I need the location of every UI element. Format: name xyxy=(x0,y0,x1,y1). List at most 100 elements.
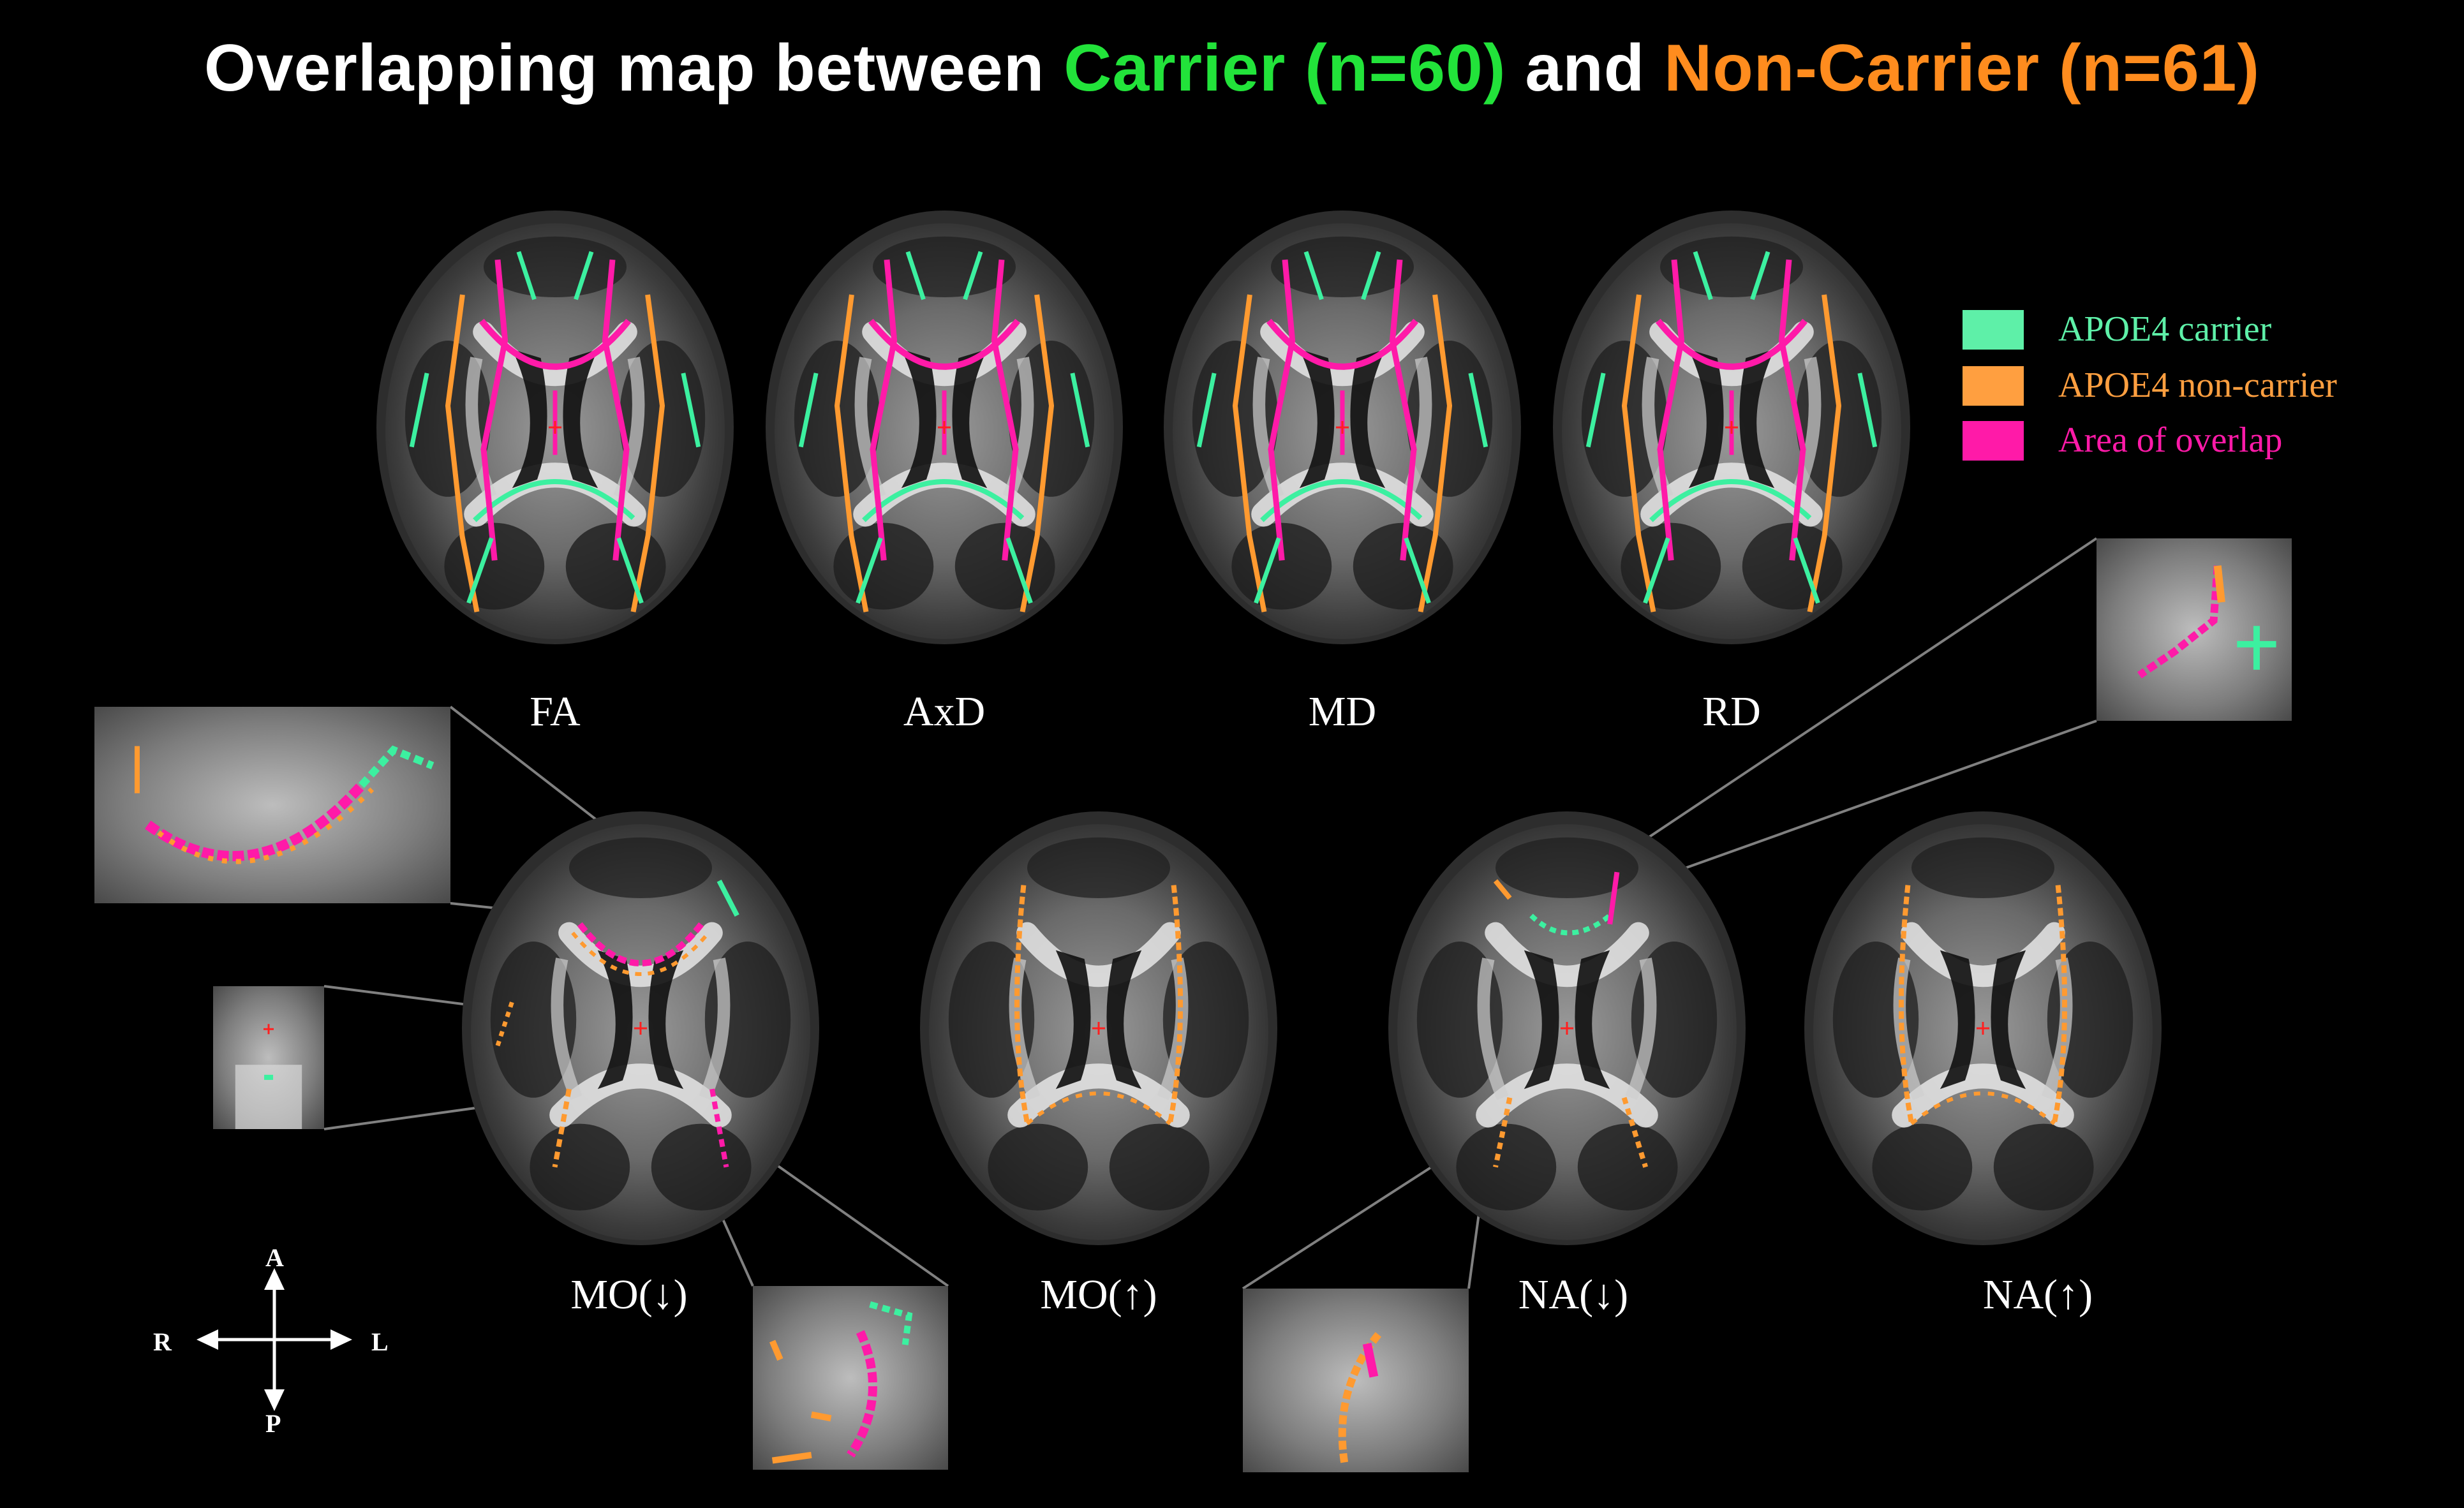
label-fa: FA xyxy=(530,688,581,735)
inset-na-vertical-bg xyxy=(1243,1289,1469,1472)
label-md: MD xyxy=(1308,688,1377,735)
inset-center-crosshair xyxy=(263,1024,274,1035)
brain-rd-tract xyxy=(1693,251,1713,300)
brain-fa xyxy=(376,211,734,644)
brain-fa-tract xyxy=(466,537,494,604)
inset-na-upper xyxy=(2097,538,2292,721)
label-mo-up: MO(↑) xyxy=(1040,1271,1157,1318)
title-noncarrier: Non-Carrier (n=61) xyxy=(1664,31,2260,105)
brain-axd-tract xyxy=(862,479,1027,522)
brain-md-tract xyxy=(1268,259,1296,561)
brain-md-tract xyxy=(1389,259,1417,561)
compass-label-posterior: P xyxy=(265,1409,281,1438)
brain-fa-crosshair xyxy=(549,421,561,434)
brain-na-down-tract xyxy=(1621,1097,1649,1168)
inset-na-upper-tract xyxy=(2137,565,2222,679)
brain-na-down-tract xyxy=(1493,879,1512,900)
brain-md-crosshair xyxy=(1336,421,1349,434)
brain-fa-tract xyxy=(516,251,537,300)
brain-mo-down-tract xyxy=(552,1088,572,1168)
brain-fa-tract xyxy=(630,294,665,613)
legend-swatch-overlap xyxy=(1963,421,2024,461)
label-na-up: NA(↑) xyxy=(1982,1271,2093,1318)
title-part1: Overlapping map between xyxy=(204,31,1064,105)
title-part2: and xyxy=(1506,31,1665,105)
inset-mo-splenium-tract xyxy=(869,1301,913,1345)
compass-arrow-left-icon xyxy=(197,1329,218,1350)
brain-md-tract xyxy=(1418,294,1453,613)
brain-md-tract xyxy=(1232,294,1267,613)
brain-mo-down xyxy=(462,811,819,1245)
inset-genu-tract xyxy=(144,781,366,861)
label-na-down: NA(↓) xyxy=(1518,1271,1629,1318)
brain-axd-tract xyxy=(1006,537,1033,604)
orientation-compass xyxy=(197,1268,352,1411)
title-carrier: Carrier (n=60) xyxy=(1064,31,1506,105)
compass-arrow-up-icon xyxy=(264,1268,285,1290)
brain-rd-tract xyxy=(1649,479,1814,522)
inset-na-vertical-tract xyxy=(1362,1342,1379,1378)
brain-fa-tract xyxy=(681,373,701,448)
compass-label-anterior: A xyxy=(265,1243,284,1272)
brain-rd-crosshair xyxy=(1725,421,1738,434)
brain-md-tract xyxy=(1254,537,1281,604)
brain-mo-up xyxy=(920,811,1277,1245)
brain-rd-tract xyxy=(1793,537,1820,604)
brain-mo-up-crosshair xyxy=(1092,1022,1105,1035)
figure-title: Overlapping map between Carrier (n=60) a… xyxy=(0,31,2464,107)
brain-axd-tract xyxy=(905,251,926,300)
brain-rd-tract xyxy=(1857,373,1878,448)
brain-axd-tract xyxy=(1020,294,1055,613)
brain-md xyxy=(1164,211,1521,644)
brain-axd-crosshair xyxy=(938,421,951,434)
brain-na-down-tract xyxy=(1493,1097,1513,1168)
brain-fa-tract xyxy=(409,373,429,448)
brain-axd-tract xyxy=(856,537,883,604)
brain-na-down-crosshair xyxy=(1561,1022,1573,1035)
brain-na-up-tract xyxy=(1898,885,1915,1125)
brain-rd-tract xyxy=(1778,259,1806,561)
leader-mo-1 xyxy=(752,1147,949,1287)
inset-genu xyxy=(94,707,450,903)
brain-rd-tract xyxy=(1807,294,1842,613)
brain-fa-tract xyxy=(473,479,637,522)
label-axd: AxD xyxy=(903,688,986,735)
brain-rd xyxy=(1553,211,1910,644)
brain-md-tract xyxy=(1303,251,1324,300)
brain-fa-tract xyxy=(480,259,508,561)
brain-axd-tract xyxy=(798,373,819,448)
brain-rd-tract xyxy=(1750,251,1770,300)
brain-rd-tract xyxy=(1585,373,1606,448)
brain-rd-tract xyxy=(1621,294,1656,613)
inset-center-tract xyxy=(264,1074,274,1080)
brain-axd-tract xyxy=(1070,373,1090,448)
brain-fa-tract xyxy=(445,294,480,613)
brain-md-tract xyxy=(1361,251,1381,300)
brain-mo-down-tract xyxy=(709,1088,729,1168)
legend-label-noncarrier: APOE4 non-carrier xyxy=(2058,366,2337,405)
brain-slices xyxy=(376,211,2162,1245)
inset-mo-splenium-tract xyxy=(769,1340,832,1464)
brain-axd-tract xyxy=(834,294,869,613)
brain-mo-up-tract xyxy=(1167,885,1184,1125)
brain-md-tract xyxy=(1404,537,1431,604)
brain-mo-up-tract xyxy=(1014,885,1030,1125)
label-rd: RD xyxy=(1702,688,1761,735)
label-mo-down: MO(↓) xyxy=(570,1271,688,1318)
brain-na-up-crosshair xyxy=(1977,1022,1989,1035)
legend-label-overlap: Area of overlap xyxy=(2058,420,2283,460)
legend-swatch-carrier xyxy=(1963,310,2024,350)
inset-na-upper-tract xyxy=(2237,626,2276,670)
brain-fa-tract xyxy=(602,259,630,561)
brain-axd-tract xyxy=(991,259,1019,561)
inset-na-upper-bg xyxy=(2097,538,2292,721)
brain-axd-tract xyxy=(870,259,898,561)
brain-mo-down-tract xyxy=(495,1002,514,1047)
leader-ur-1 xyxy=(1619,537,2098,857)
inset-mo-splenium-tract xyxy=(847,1330,877,1458)
brain-fa-tract xyxy=(574,251,594,300)
brain-mo-down-tract xyxy=(571,931,710,976)
inset-mo-splenium xyxy=(753,1286,948,1470)
